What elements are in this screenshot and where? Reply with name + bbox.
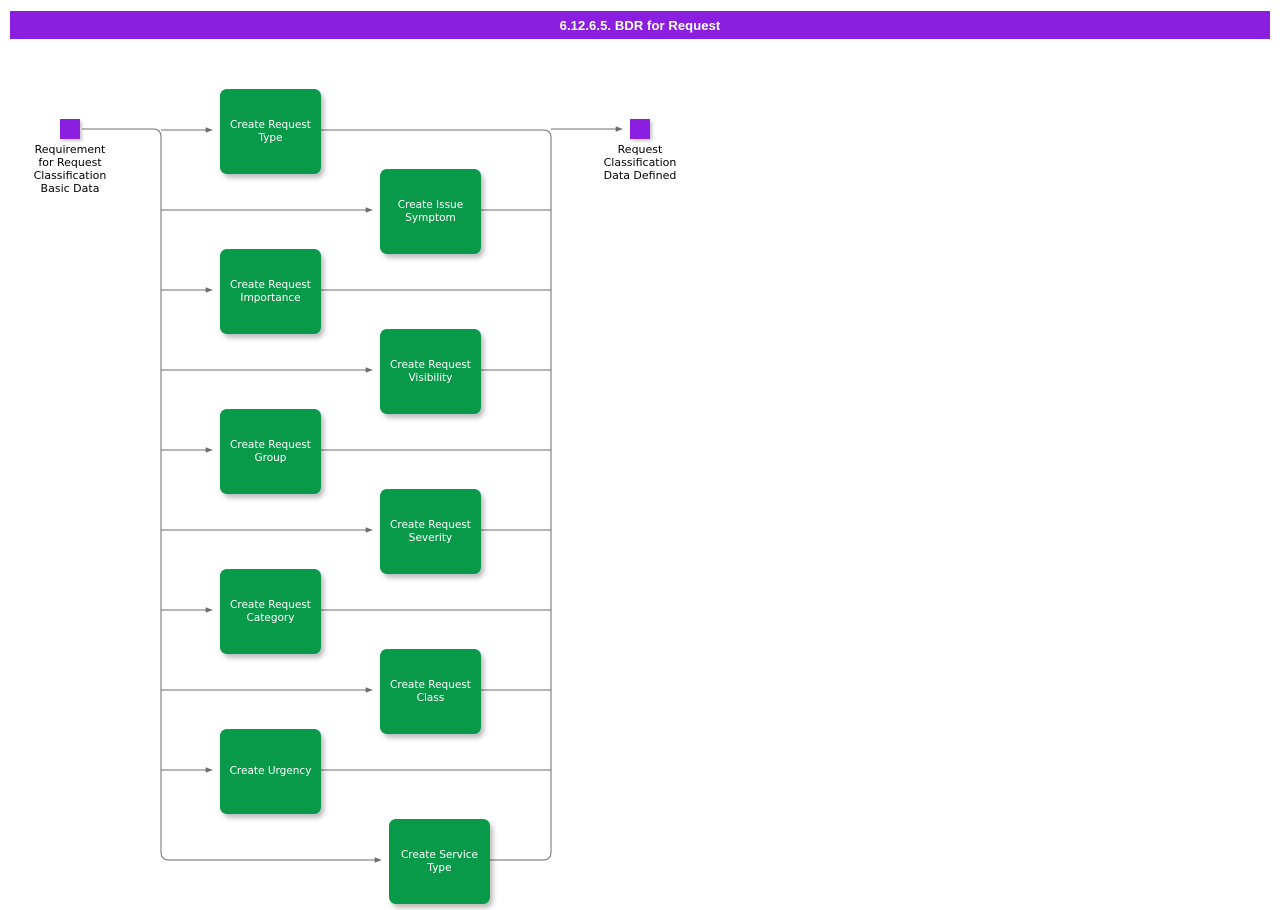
activity-label: Create Request Severity [390, 518, 471, 544]
activity-create-request-visibility[interactable]: Create Request Visibility [380, 329, 481, 414]
activity-create-request-category[interactable]: Create Request Category [220, 569, 321, 654]
activity-create-issue-symptom[interactable]: Create Issue Symptom [380, 169, 481, 254]
start-event-marker [60, 119, 80, 139]
activity-create-urgency[interactable]: Create Urgency [220, 729, 321, 814]
activity-create-request-type[interactable]: Create Request Type [220, 89, 321, 174]
end-event-marker [630, 119, 650, 139]
connector [82, 128, 170, 861]
end-event-label: Request Classification Data Defined [603, 143, 677, 182]
activity-label: Create Urgency [229, 765, 312, 777]
diagram-title-bar: 6.12.6.5. BDR for Request [10, 11, 1270, 39]
activity-label: Create Request Category [230, 598, 311, 624]
activity-label: Create Request Group [230, 438, 311, 464]
activity-create-request-group[interactable]: Create Request Group [220, 409, 321, 494]
activity-create-service-type[interactable]: Create Service Type [389, 819, 490, 904]
start-event[interactable]: Requirement for Request Classification B… [34, 119, 106, 195]
activity-label: Create Request Visibility [390, 358, 471, 384]
page-title: 6.12.6.5. BDR for Request [559, 17, 721, 33]
end-event[interactable]: Request Classification Data Defined [604, 119, 676, 182]
activity-label: Create Service Type [400, 848, 479, 874]
activity-create-request-class[interactable]: Create Request Class [380, 649, 481, 734]
activity-label: Create Request Importance [230, 278, 311, 304]
activity-label: Create Request Class [390, 678, 471, 704]
activity-label: Create Request Type [230, 118, 311, 144]
activity-create-request-severity[interactable]: Create Request Severity [380, 489, 481, 574]
activity-label: Create Issue Symptom [397, 198, 464, 224]
connector [542, 129, 552, 861]
activity-create-request-importance[interactable]: Create Request Importance [220, 249, 321, 334]
start-event-label: Requirement for Request Classification B… [33, 143, 107, 195]
